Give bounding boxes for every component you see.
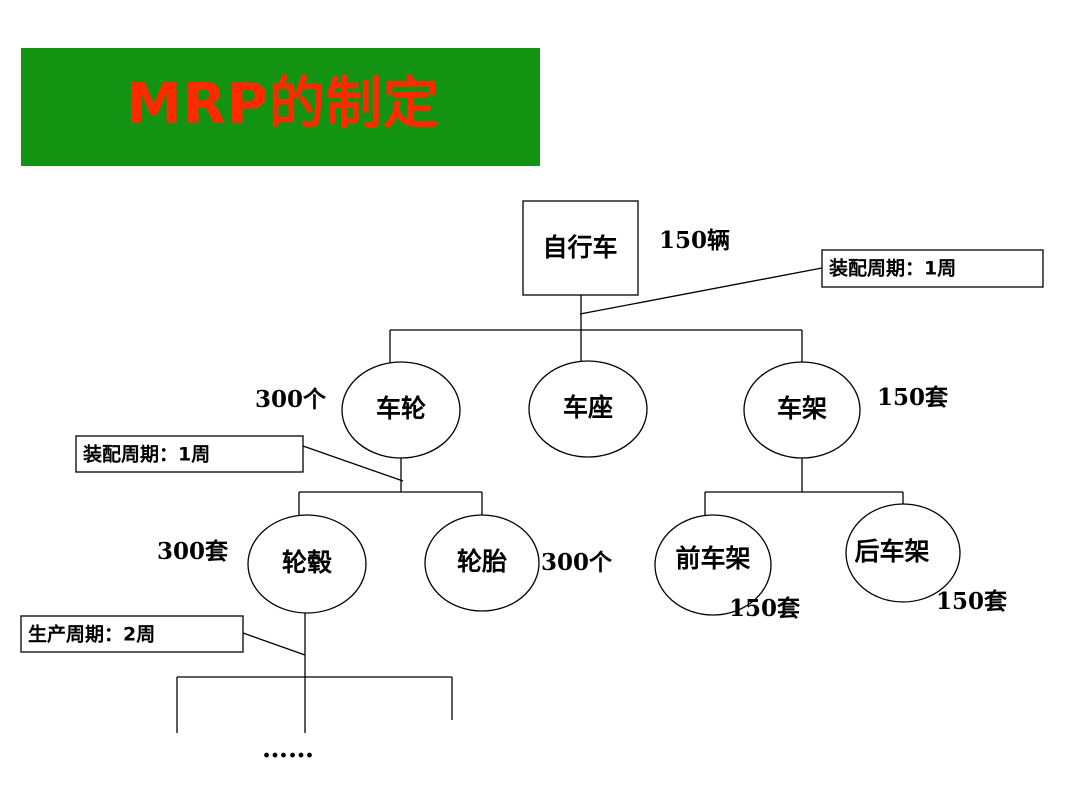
title-banner xyxy=(21,48,540,166)
callout-wheel-assembly-box xyxy=(75,435,304,473)
node-bicycle-label: 自行车 xyxy=(542,233,617,262)
qty-frame: 150套 xyxy=(877,384,948,411)
callout-bicycle-assembly: 装配周期：1周 xyxy=(828,257,956,280)
callout-bicycle-assembly-box xyxy=(821,249,1044,288)
node-frame xyxy=(743,361,861,459)
node-hub-label: 轮毂 xyxy=(282,548,332,577)
qty-tire: 300个 xyxy=(541,549,613,576)
qty-rear-frame: 150套 xyxy=(936,588,1007,615)
qty-wheel: 300个 xyxy=(255,386,327,413)
callout-wheel-assembly: 装配周期：1周 xyxy=(82,443,210,466)
callout-hub-production-box xyxy=(20,615,244,653)
node-rear-frame-label: 后车架 xyxy=(854,537,929,566)
page-title: MRP的制定 xyxy=(126,72,440,137)
node-front-frame-label: 前车架 xyxy=(675,544,750,573)
node-wheel-label: 车轮 xyxy=(376,394,426,423)
qty-hub: 300套 xyxy=(157,538,228,565)
node-tire xyxy=(424,514,540,612)
node-rear-frame xyxy=(845,503,961,603)
continuation-ellipsis: …… xyxy=(262,734,314,764)
node-frame-label: 车架 xyxy=(777,394,827,423)
qty-bicycle: 150辆 xyxy=(659,227,730,254)
node-front-frame xyxy=(654,514,772,616)
node-hub xyxy=(247,514,367,614)
qty-front-frame: 150套 xyxy=(729,595,800,622)
node-seat-label: 车座 xyxy=(563,393,613,422)
node-tire-label: 轮胎 xyxy=(457,547,507,576)
node-seat xyxy=(528,360,648,458)
node-wheel xyxy=(341,361,461,459)
connector-lines xyxy=(176,267,904,733)
callout-hub-production: 生产周期：2周 xyxy=(28,623,155,646)
node-bicycle-box xyxy=(522,200,639,296)
